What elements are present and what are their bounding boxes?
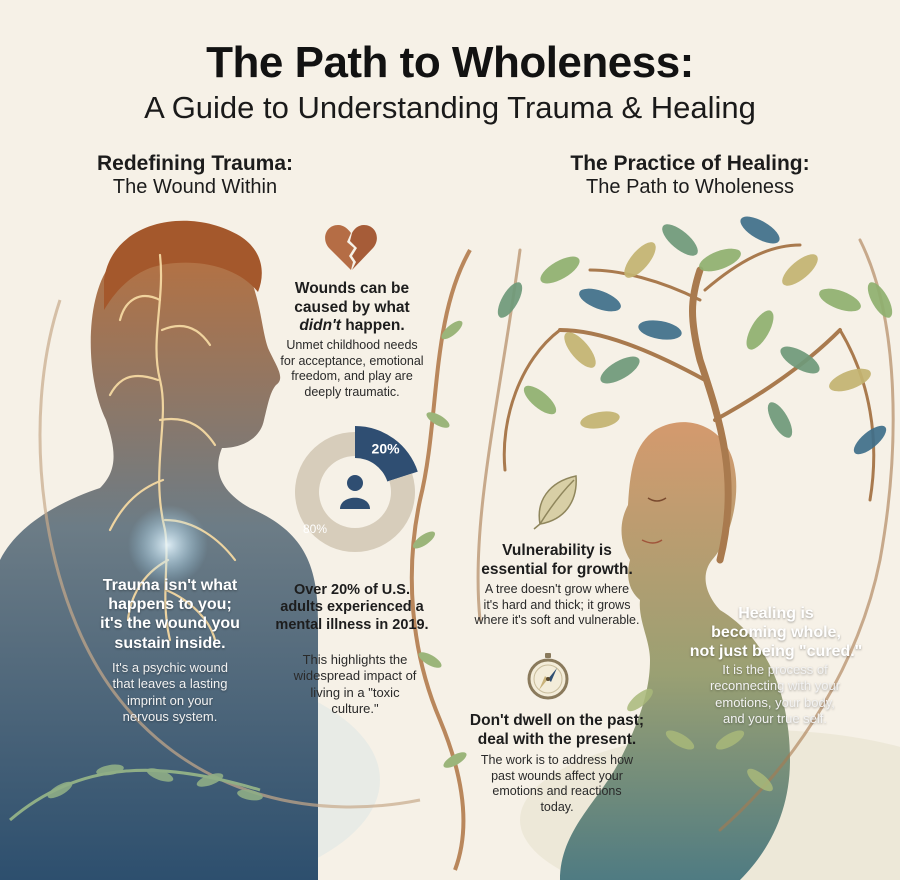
donut-slice-0	[355, 426, 418, 482]
donut-slice-1	[295, 432, 415, 552]
page-subtitle: A Guide to Understanding Trauma & Healin…	[144, 90, 756, 125]
healing-callout: Healing is becoming whole, not just bein…	[689, 605, 863, 661]
woman-figure	[560, 422, 790, 880]
broken-heart-icon	[325, 225, 377, 270]
man-figure	[0, 220, 318, 880]
wounds-body: Unmet childhood needs for acceptance, em…	[280, 338, 424, 399]
emphasis-didnt: didn't	[299, 317, 341, 335]
person-icon	[340, 475, 370, 509]
trauma-body: It's a psychic wound that leaves a lasti…	[112, 660, 228, 724]
compass-icon	[527, 653, 569, 700]
stat-callout: Over 20% of U.S. adults experienced a me…	[275, 582, 429, 633]
wounds-callout: Wounds can be caused by what didn't happ…	[272, 280, 432, 336]
left-section-subtitle: The Wound Within	[112, 176, 278, 198]
right-section-subtitle: The Path to Wholeness	[586, 176, 794, 198]
donut-label-0: 20%	[372, 441, 401, 457]
stat-body: This highlights the widespread impact of…	[293, 652, 417, 716]
vulnerability-body: A tree doesn't grow where it's hard and …	[474, 582, 640, 628]
trauma-callout: Trauma isn't what happens to you; it's t…	[100, 577, 240, 652]
page-title: The Path to Wholeness:	[206, 38, 694, 87]
left-section-header: Redefining Trauma: The Wound Within	[70, 152, 320, 199]
right-section-header: The Practice of Healing: The Path to Who…	[540, 152, 840, 199]
leaf-icon	[533, 475, 577, 530]
stat-donut-chart: 20% 80%	[295, 426, 418, 552]
donut-label-1: 80%	[303, 522, 327, 536]
wounds-heading: Wounds can be caused by what didn't happ…	[294, 280, 410, 335]
present-body: The work is to address how past wounds a…	[480, 753, 634, 814]
present-callout: Don't dwell on the past; deal with the p…	[469, 712, 645, 748]
vulnerability-callout: Vulnerability is essential for growth.	[481, 542, 633, 578]
healing-body: It is the process of reconnecting with y…	[709, 662, 841, 726]
right-section-title: The Practice of Healing:	[570, 152, 810, 175]
left-section-title: Redefining Trauma:	[96, 152, 294, 175]
